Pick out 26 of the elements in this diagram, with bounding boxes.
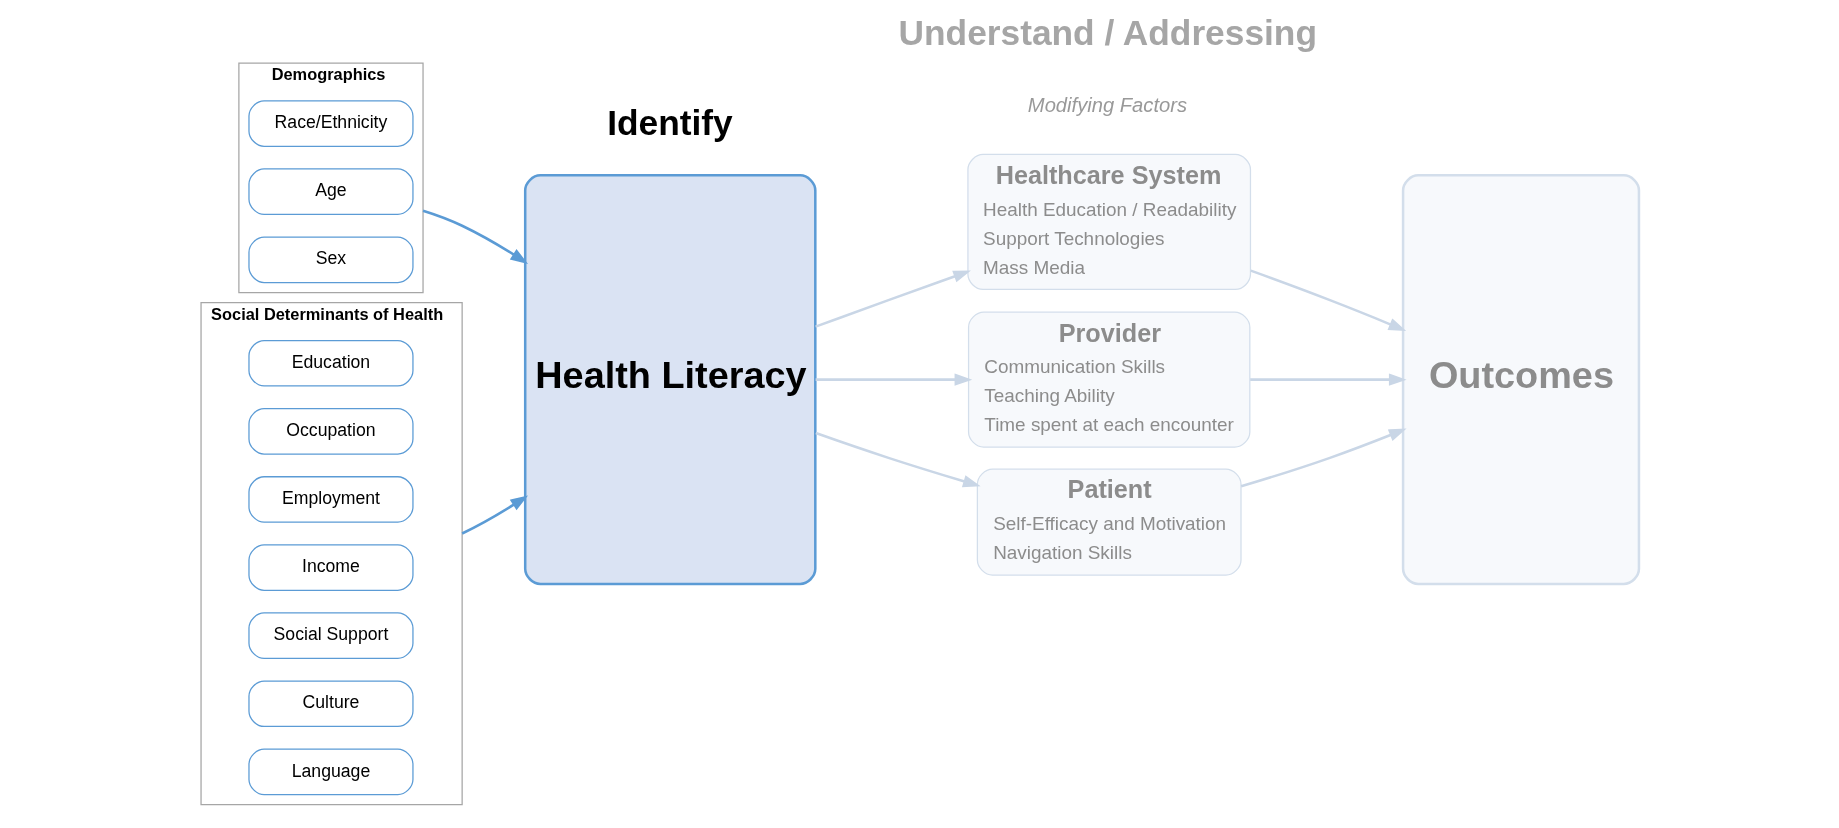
node-box: Income (247, 544, 414, 591)
node-box: Culture (247, 680, 414, 728)
node-box: Race/Ethnicity (247, 100, 414, 147)
node-box: Sex (247, 236, 414, 284)
node-box: Patient Self-Efficacy and Motivation Navigation Skills (976, 468, 1242, 576)
node-box: Health Literacy (523, 174, 817, 586)
node-box: Education (247, 339, 414, 387)
arrow (814, 431, 981, 488)
node-box: Age (247, 168, 414, 216)
arrow (1240, 428, 1407, 488)
arrow (422, 209, 528, 264)
arrow (461, 495, 528, 535)
label: Understand / Addressing (898, 13, 1317, 53)
label: Modifying Factors (1027, 93, 1187, 116)
arrow (814, 270, 971, 328)
node-box: Occupation (247, 408, 414, 455)
label: Identify (606, 102, 733, 142)
node-box: Outcomes (1401, 174, 1640, 586)
node-box: Employment (247, 476, 414, 523)
node-box: Provider Communication Skills Teaching Ability Time spent at each encounter (967, 311, 1250, 448)
node-box: Social Support (247, 612, 414, 659)
arrow (815, 373, 972, 386)
arrow (1249, 269, 1406, 331)
arrow (1249, 373, 1407, 386)
node-box: Language (247, 748, 414, 796)
node-box: Healthcare System Health Education / Readability Support Technologies Mass Media (966, 153, 1251, 291)
